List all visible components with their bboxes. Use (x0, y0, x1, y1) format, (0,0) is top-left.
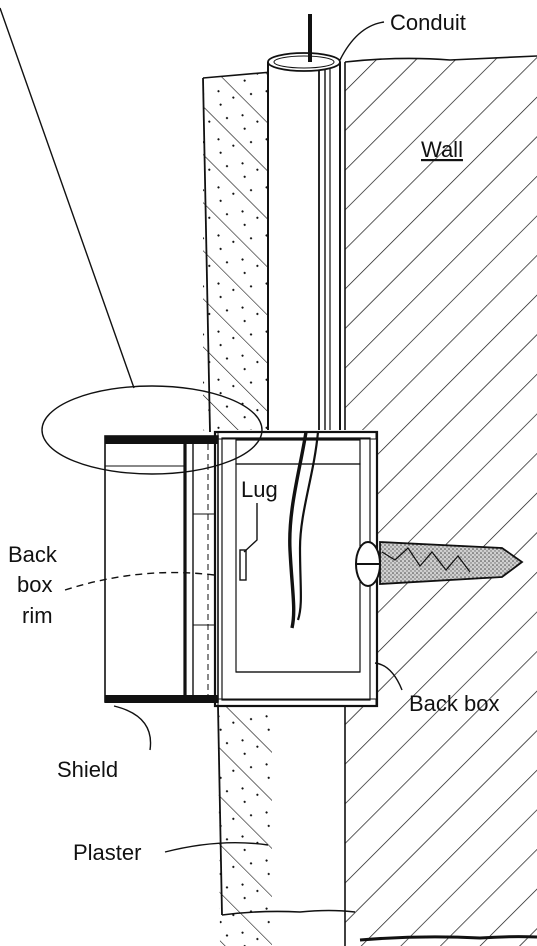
lug-label: Lug (241, 477, 278, 502)
callout-magnifier (0, 7, 263, 475)
back-box-rim-label-line3: rim (22, 603, 53, 628)
conduit-label: Conduit (390, 10, 466, 35)
shield-label: Shield (57, 757, 118, 782)
screw (355, 541, 524, 587)
plaster-label: Plaster (73, 840, 141, 865)
back-box-rim-label-line1: Back (8, 542, 58, 567)
back-box-label: Back box (409, 691, 500, 716)
conduit (267, 14, 341, 432)
wall-label: Wall (421, 137, 463, 162)
back-box-rim-label-line2: box (17, 572, 52, 597)
leader-lines (64, 21, 403, 853)
shield (104, 435, 219, 703)
lug (239, 549, 247, 581)
wires (288, 431, 320, 629)
